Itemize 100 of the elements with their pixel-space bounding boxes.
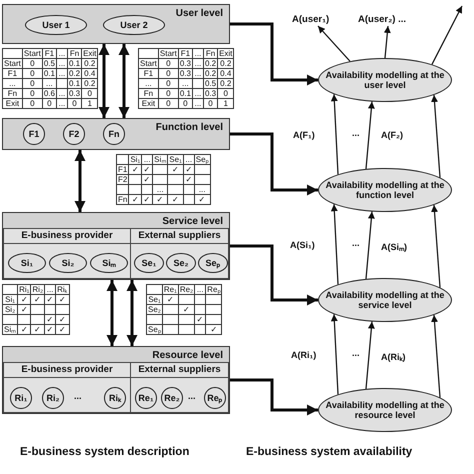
resource-circle: Ri₂ [42,387,64,409]
table-cell: ✓ [18,324,31,334]
table-cell: ... [192,68,204,78]
level-title: Function level [156,122,223,133]
table-cell: Fn [203,48,218,58]
table-cell: Se₁ [146,294,162,304]
table-cell: ✓ [194,314,206,324]
table-cell: F1 [2,68,22,78]
table-cell: Ri₂ [30,284,45,294]
resource-circle: Reₚ [204,387,226,409]
table-cell: 0 [158,98,178,108]
table-cell: ✓ [128,164,142,174]
table-cell: ✓ [56,294,70,304]
table-cell: 0 [22,98,42,108]
table-cell: ... [142,154,153,164]
table-cell: ... [56,58,68,68]
ellipsis-text: ... [188,391,196,401]
table-cell: ✓ [162,294,178,304]
level-band [2,118,230,150]
resource-circle: Riₖ [104,387,126,409]
arrow [318,26,350,62]
group-panel [3,362,131,413]
table-cell: F1 [116,164,129,174]
service-ellipse: Siₘ [90,253,128,273]
group-title: External suppliers [131,229,228,244]
arrow [230,378,318,416]
table-cell: ✓ [183,174,194,184]
group-title: External suppliers [131,363,228,378]
table-cell: ... [2,78,22,88]
table-cell: 0 [22,78,42,88]
table-cell: Siₘ [2,324,18,334]
table-cell: Fn [67,48,82,58]
table-cell: ✓ [56,324,70,334]
table-cell: F2 [116,174,129,184]
table-cell: ✓ [183,164,194,174]
table-cell: Start [22,48,42,58]
table-cell: 0.3 [203,88,218,98]
resource-circle: Ri₁ [10,387,32,409]
group-panel [130,362,229,413]
table-cell: 0 [22,88,42,98]
table-cell: Si₂ [2,304,18,314]
edge-label: A(Si₁) [289,240,316,250]
table-cell: 0.1 [178,88,192,98]
user-ellipse: User 1 [25,15,87,35]
arrow [384,26,391,58]
table-cell: ... [178,78,192,88]
table-cell: ✓ [142,194,153,204]
edge-label: A(F₂) [380,130,404,140]
table-cell: Reₚ [206,284,222,294]
arrow [230,22,318,86]
ellipsis-text: ... [352,128,360,138]
table-cell: Seₚ [146,324,162,334]
table-cell: Exit [2,98,22,108]
table-cell: ✓ [152,194,168,204]
arrow [431,204,441,288]
table-cell: ... [56,88,68,98]
table-cell: 0.1 [42,68,56,78]
process-ellipse: Availability modelling at the service level [318,278,452,322]
table-cell: ... [42,78,56,88]
level-band [2,212,230,280]
table-cell: Start [158,48,178,58]
process-ellipse: Availability modelling at the function level [318,168,452,212]
table-cell: ✓ [142,164,153,174]
table-cell: 0 [178,98,192,108]
table-cell: 0.3 [67,88,82,98]
table-cell: 0 [22,58,42,68]
table-cell: ✓ [206,324,222,334]
table-cell: ✓ [30,294,45,304]
table-cell: 0.6 [42,88,56,98]
output-label: A(user₁) [292,14,340,26]
table-cell: 0.2 [218,58,234,68]
table-cell: ✓ [30,324,45,334]
double-arrow [98,44,110,118]
arrow [365,102,375,169]
table-cell: F1 [178,48,192,58]
table-cell: ... [56,48,68,58]
function-circle: F2 [63,123,85,145]
table-cell: Start [2,58,22,68]
service-ellipse: Se₁ [134,253,164,273]
table-cell: 0.5 [203,78,218,88]
table-cell: ... [183,154,194,164]
table-cell: 0.2 [67,68,82,78]
output-label: A(user₂) ... [358,14,418,26]
service-ellipse: Se₂ [166,253,196,273]
table-cell: ... [56,68,68,78]
arrow [330,314,339,394]
table-cell: ... [138,78,158,88]
level-title: Resource level [152,350,223,361]
group-panel [3,228,131,279]
table-cell: 0.3 [178,58,192,68]
service-ellipse: Seₚ [198,253,228,273]
table-cell: 0 [158,68,178,78]
table-cell: ✓ [178,304,195,314]
table-cell: 0.2 [203,68,218,78]
arrow [365,212,375,279]
table-cell: ... [152,184,168,194]
table-cell: ✓ [18,304,31,314]
arrow [365,322,375,389]
table-cell: Riₖ [56,284,70,294]
table-cell: Ri₁ [18,284,31,294]
